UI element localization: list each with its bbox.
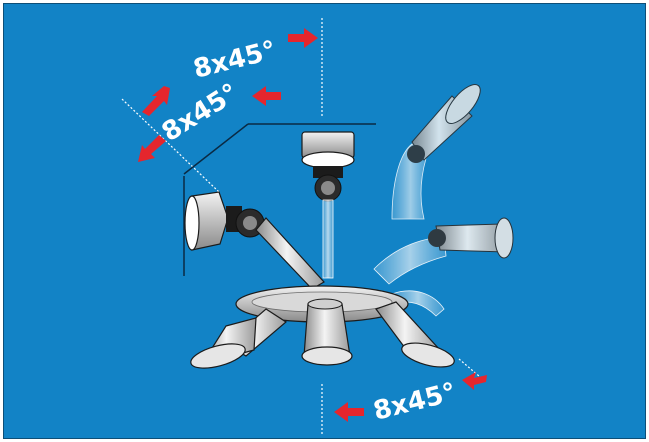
bottom-right-lamp [375, 301, 455, 368]
left-lower-arrow [138, 135, 166, 162]
left-center-arrow [252, 86, 281, 106]
bottom-left-lamp [190, 308, 288, 369]
left-wall-line [183, 123, 249, 175]
bottom-right-arrow [462, 372, 487, 390]
bottom-rotation-label: 8x45° [370, 377, 459, 426]
bottom-center-lamp [301, 298, 353, 366]
left-upper-arrow [142, 86, 170, 116]
top-lamp-head [301, 131, 355, 279]
left-lamp-head [184, 191, 325, 290]
top-arrow [288, 28, 318, 48]
lamp-rotation-diagram: 8x45° 8x45° 8x45° [121, 18, 514, 434]
diagram-panel: 8x45° 8x45° 8x45° [3, 3, 646, 439]
top-rotation-label: 8x45° [190, 35, 279, 84]
bottom-left-arrow [334, 402, 364, 422]
ghost-arm-upper [391, 84, 481, 220]
